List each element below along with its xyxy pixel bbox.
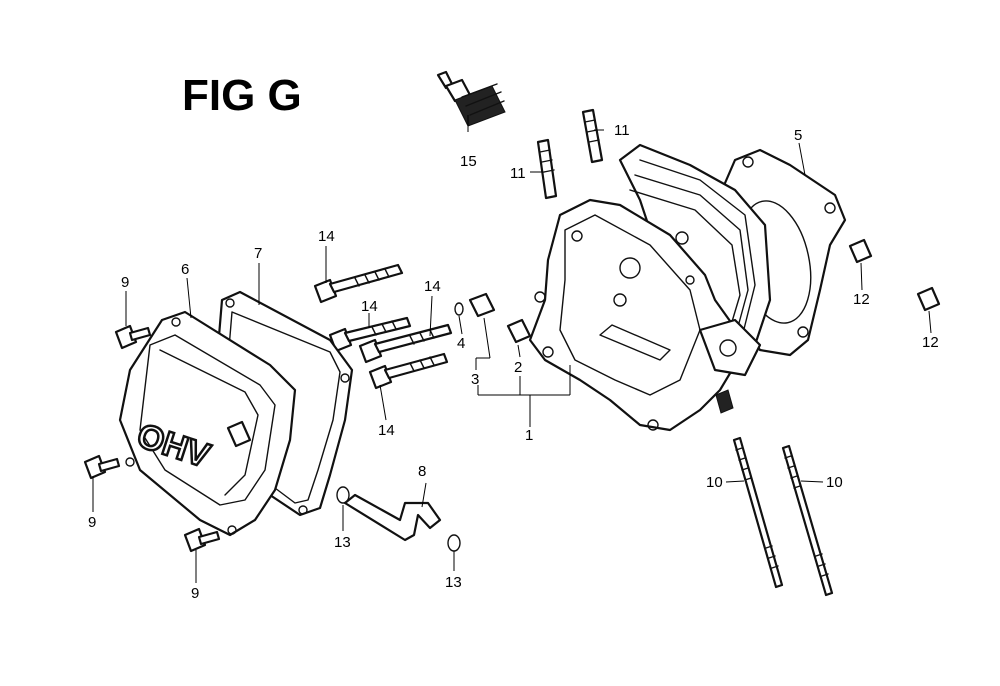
flange-bolt-part <box>313 263 404 304</box>
dowel-pin-part <box>581 108 604 164</box>
callout-2: 2 <box>514 359 522 376</box>
callout-7: 7 <box>254 245 262 262</box>
breather-tube-part <box>343 493 442 542</box>
callout-labels: 15 11 11 5 12 12 1 2 3 4 10 10 8 13 13 1… <box>88 122 939 602</box>
callout-8: 8 <box>418 463 426 480</box>
callout-10: 10 <box>826 474 843 491</box>
clip-part <box>454 302 464 316</box>
callout-14: 14 <box>318 228 335 245</box>
callout-11: 11 <box>614 122 630 139</box>
callout-3: 3 <box>471 371 479 388</box>
cover-bolt-part <box>114 324 152 350</box>
valve-seal-part <box>506 318 532 344</box>
guide-part <box>468 292 496 318</box>
dowel-part <box>848 238 873 264</box>
callout-4: 4 <box>457 335 465 352</box>
leader-lines <box>92 115 932 583</box>
callout-9: 9 <box>121 274 129 291</box>
callout-14: 14 <box>424 278 441 295</box>
callout-12: 12 <box>853 291 870 308</box>
spark-plug-part <box>436 70 506 127</box>
dowel-pin-part <box>536 138 558 200</box>
stud-bolt-part <box>732 436 784 589</box>
stud-bolt-part <box>781 444 834 597</box>
figure-title: FIG G <box>182 71 302 120</box>
callout-6: 6 <box>181 261 189 278</box>
tube-clamp-part <box>447 534 461 552</box>
dowel-part <box>916 286 941 312</box>
tube-clamp-part <box>336 486 350 504</box>
callout-9: 9 <box>191 585 199 602</box>
cylinder-head-part <box>528 143 772 432</box>
callout-14: 14 <box>378 422 395 439</box>
cover-bolt-part <box>183 527 221 553</box>
callout-9: 9 <box>88 514 96 531</box>
callout-14: 14 <box>361 298 378 315</box>
callout-13: 13 <box>445 574 462 591</box>
valve-cover-part: OHV <box>118 310 297 537</box>
callout-13: 13 <box>334 534 351 551</box>
callout-11: 11 <box>510 165 526 182</box>
flange-bolt-part <box>368 352 449 390</box>
cover-bolt-part <box>83 454 121 480</box>
callout-12: 12 <box>922 334 939 351</box>
callout-15: 15 <box>460 153 477 170</box>
callout-1: 1 <box>525 427 533 444</box>
flange-bolt-part <box>358 323 453 364</box>
callout-5: 5 <box>794 127 802 144</box>
callout-10: 10 <box>706 474 723 491</box>
